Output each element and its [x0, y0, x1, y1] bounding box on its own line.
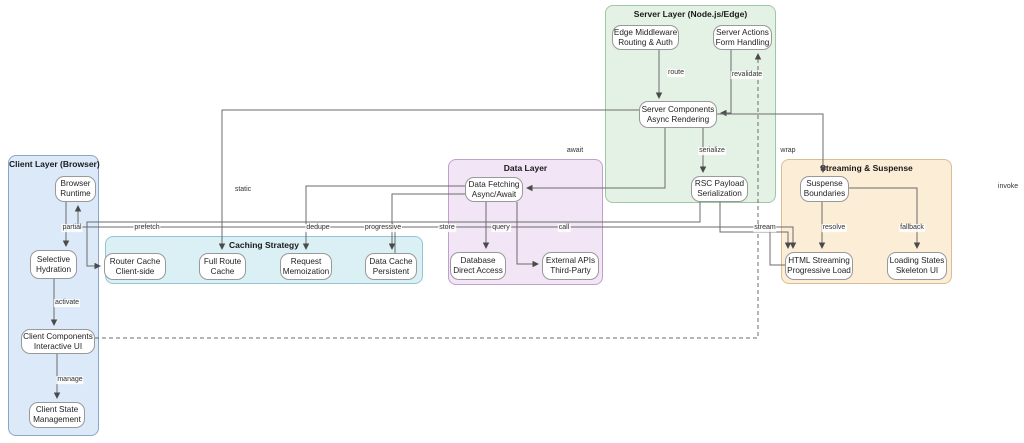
node-label-line: Boundaries — [803, 189, 846, 198]
container-title-server-layer: Server Layer (Node.js/Edge) — [633, 9, 748, 19]
edge-activate-label: activate — [53, 299, 81, 307]
container-title-streaming-layer: Streaming & Suspense — [820, 163, 913, 173]
edge-store-label: store — [438, 224, 456, 232]
node-label-line: Server Components — [641, 104, 715, 114]
edge-await-label: await — [565, 147, 585, 155]
node-label-line: Hydration — [35, 264, 72, 274]
node-label-line: Data Cache — [369, 256, 413, 266]
edge-progressive-label: progressive — [363, 224, 403, 232]
node-label-line: Management — [33, 415, 81, 424]
edge-dedupe-label: dedupe — [305, 224, 331, 232]
node-label-line: Serialization — [697, 189, 742, 198]
node-label-line: Database — [460, 256, 496, 266]
node-label-line: Third-Party — [550, 266, 591, 275]
node-label-line: Form Handling — [715, 37, 770, 47]
node-label-line: Browser — [60, 179, 91, 189]
node-label-line: Client State — [35, 405, 79, 415]
edge-prefetch — [86, 202, 701, 270]
edge-manage-label: manage — [56, 376, 84, 384]
node-label-line: Full Route — [203, 256, 242, 266]
edge-call-label: call — [557, 224, 571, 232]
node-label-line: Persistent — [372, 266, 410, 276]
node-label-line: Edge Middleware — [613, 27, 678, 37]
node-label-line: External APIs — [545, 256, 596, 266]
node-label-line: Loading States — [889, 256, 945, 266]
node-label-line: Client-side — [115, 266, 155, 276]
node-label-line: RSC Payload — [694, 179, 745, 189]
edge-invoke — [95, 53, 762, 339]
node-label-line: Direct Access — [453, 266, 503, 275]
node-label-line: Runtime — [60, 189, 91, 198]
node-label-line: Selective — [36, 254, 71, 264]
edge-fallback-label: fallback — [899, 224, 925, 232]
edge-stream — [719, 202, 792, 249]
edge-invoke-label: invoke — [996, 183, 1020, 191]
edge-await — [526, 128, 666, 192]
edge-stream-label: stream — [753, 224, 777, 232]
node-label-line: Async Rendering — [646, 114, 710, 124]
container-title-data-layer: Data Layer — [503, 163, 548, 173]
node-label-line: HTML Streaming — [788, 256, 850, 266]
container-title-caching-layer: Caching Strategy — [229, 240, 299, 250]
node-label-line: Routing & Auth — [618, 37, 673, 47]
node-label-line: Router Cache — [109, 256, 161, 266]
edge-revalidate-label: revalidate — [730, 71, 764, 79]
edge-call — [516, 202, 539, 268]
edge-static — [218, 109, 639, 250]
node-label-line: Async/Await — [471, 189, 517, 199]
node-label-line: Progressive Load — [787, 266, 851, 275]
node-label-line: Interactive UI — [33, 341, 83, 351]
node-label-line: Client Components — [23, 331, 93, 341]
edge-prefetch-label: prefetch — [133, 224, 161, 232]
edge-revalidate — [720, 50, 732, 117]
edge-route-label: route — [667, 69, 685, 77]
edge-partial-label: partial — [61, 224, 83, 232]
node-label-line: Data Fetching — [468, 179, 520, 189]
edge-serialize-label: serialize — [698, 147, 726, 155]
edge-static-label: static — [233, 186, 253, 194]
node-label-line: Suspense — [806, 179, 843, 189]
edge-resolve-label: resolve — [821, 224, 847, 232]
node-label-line: Skeleton UI — [895, 266, 939, 275]
node-label-line: Cache — [210, 266, 235, 276]
edge-wrap — [717, 113, 827, 173]
node-label-line: Request — [290, 256, 322, 266]
node-label-line: Memoization — [282, 266, 330, 276]
container-title-client-layer: Client Layer (Browser) — [9, 159, 100, 169]
node-label-line: Server Actions — [716, 27, 769, 37]
edge-query-label: query — [491, 224, 511, 232]
edge-wrap-label: wrap — [779, 147, 797, 155]
